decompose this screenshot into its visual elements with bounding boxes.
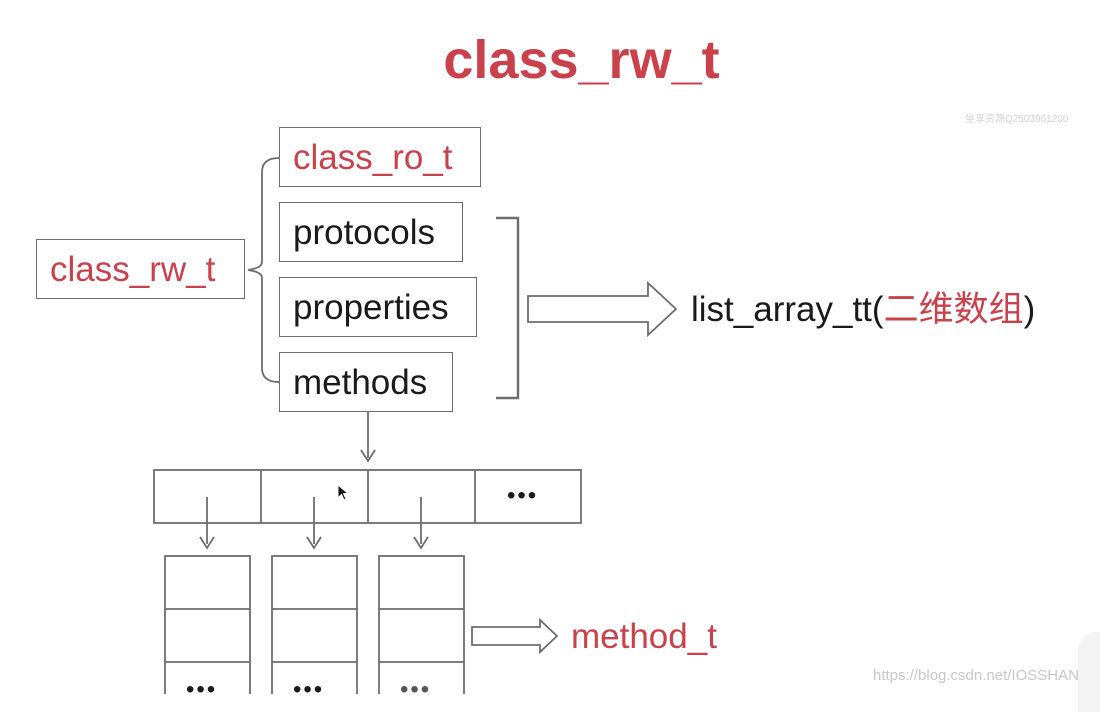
methods-box: methods <box>279 352 453 412</box>
scroll-corner <box>1078 632 1100 712</box>
diagram-canvas <box>153 157 678 694</box>
hollow-arrow-method <box>471 617 559 655</box>
protocols-box: protocols <box>279 202 463 262</box>
outer-list-ellipsis: ••• <box>507 482 539 509</box>
page-title: class_rw_t <box>443 30 720 90</box>
arrow-methods-head <box>360 449 376 463</box>
list-array-highlight: 二维数组 <box>883 290 1024 329</box>
class-ro-t-box: class_ro_t <box>279 127 481 187</box>
watermark-top: 坐享资源Q2503961200 <box>965 114 1069 125</box>
list-array-label: list_array_tt(二维数组) <box>691 292 1035 327</box>
method-list-column-3 <box>378 555 465 694</box>
method-t-label: method_t <box>571 617 717 656</box>
column-3-ellipsis: ••• <box>400 676 432 703</box>
column-2-ellipsis: ••• <box>293 676 325 703</box>
method-list-column-1 <box>164 555 251 694</box>
watermark-bottom: https://blog.csdn.net/IOSSHAN <box>873 667 1079 684</box>
mouse-cursor-icon <box>337 484 350 501</box>
left-brace <box>247 157 280 383</box>
class-rw-t-box: class_rw_t <box>36 239 245 299</box>
method-list-column-2 <box>271 555 358 694</box>
column-1-ellipsis: ••• <box>186 676 218 703</box>
right-bracket <box>496 216 520 400</box>
list-array-prefix: list_array_tt( <box>691 290 884 329</box>
hollow-arrow-list <box>527 280 678 338</box>
list-array-suffix: ) <box>1023 290 1036 329</box>
properties-box: properties <box>279 277 477 337</box>
